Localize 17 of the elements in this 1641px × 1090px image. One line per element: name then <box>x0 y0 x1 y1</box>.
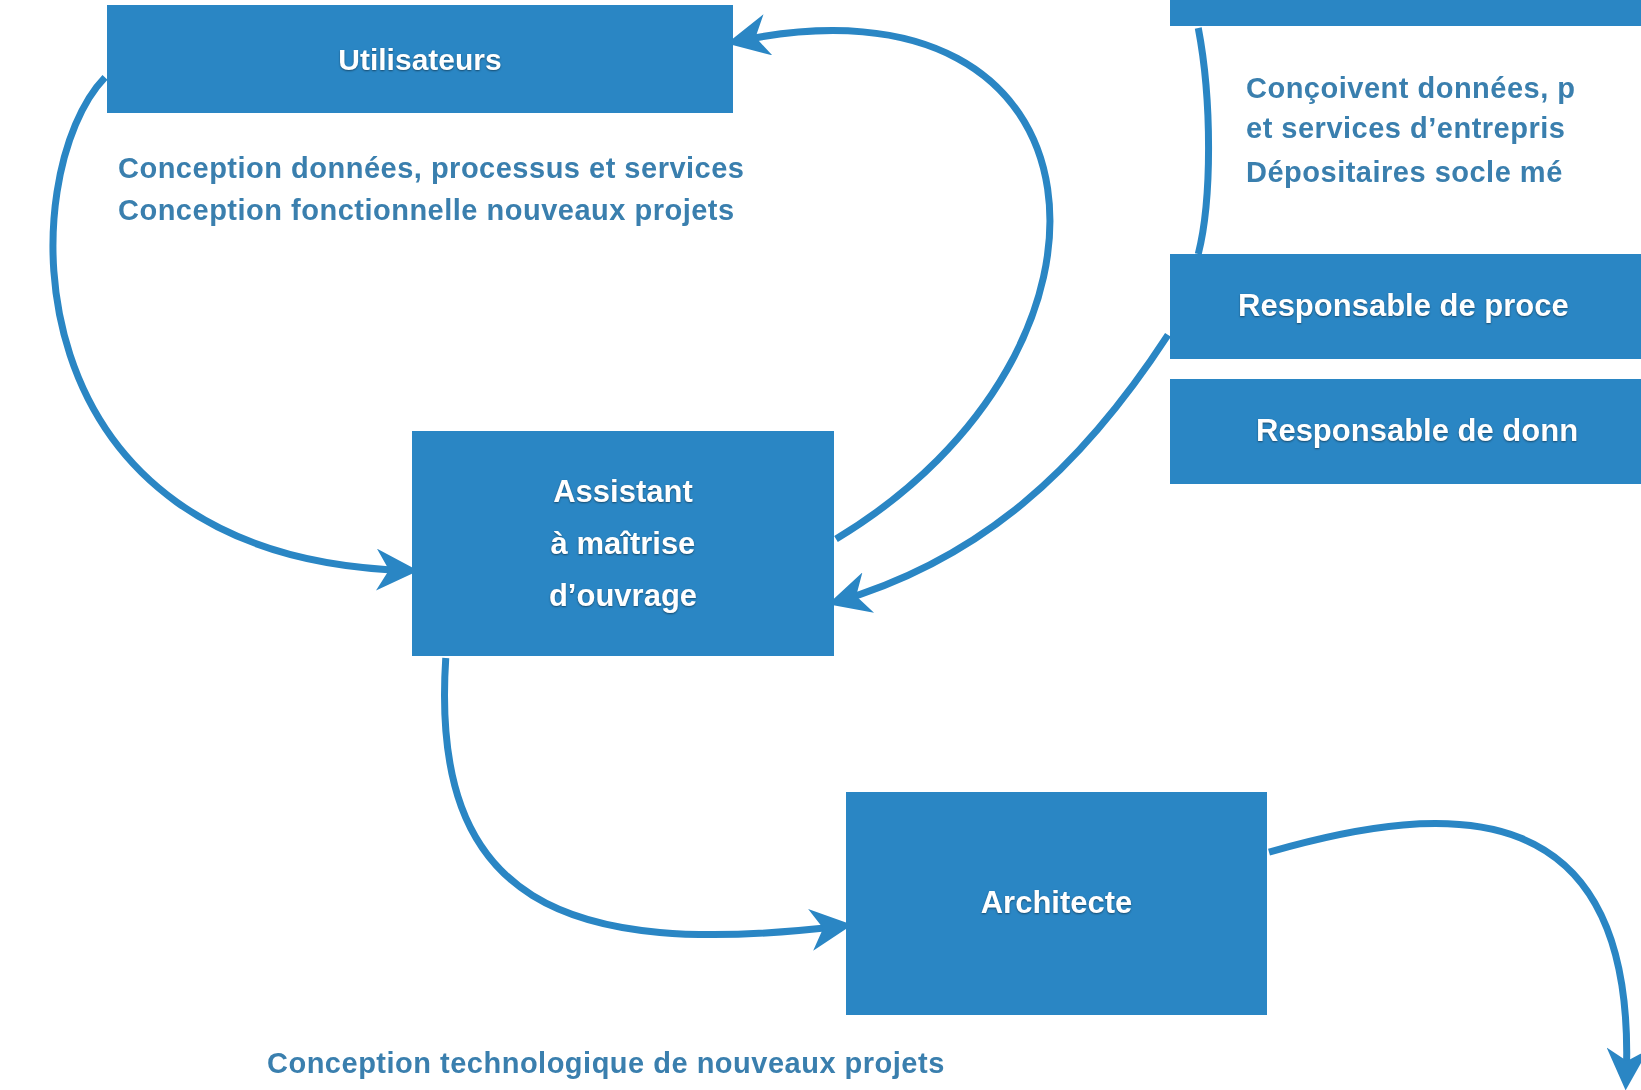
process-box <box>412 431 834 656</box>
process-box <box>107 5 733 113</box>
description-text: Conception technologique de nouveaux projets <box>267 1046 946 1081</box>
description-text: Conception données, processus et services <box>118 151 746 186</box>
process-box <box>1170 379 1641 484</box>
box-label: Responsable de donn <box>1256 412 1579 451</box>
process-box <box>1170 254 1641 359</box>
process-box <box>1170 0 1641 26</box>
box-label: Responsable de proce <box>1238 287 1569 326</box>
box-label: Assistant à maîtrise d’ouvrage <box>547 472 699 615</box>
curved-arrow <box>1268 820 1641 1090</box>
box-label: Utilisateurs <box>338 41 502 78</box>
process-box <box>846 792 1267 1015</box>
description-text: Dépositaires socle mé <box>1246 155 1564 190</box>
description-text: Conçoivent données, p et services d’entrepris <box>1246 71 1577 146</box>
description-text: Conception fonctionnelle nouveaux projets <box>118 193 736 228</box>
box-label: Architecte <box>980 884 1133 923</box>
